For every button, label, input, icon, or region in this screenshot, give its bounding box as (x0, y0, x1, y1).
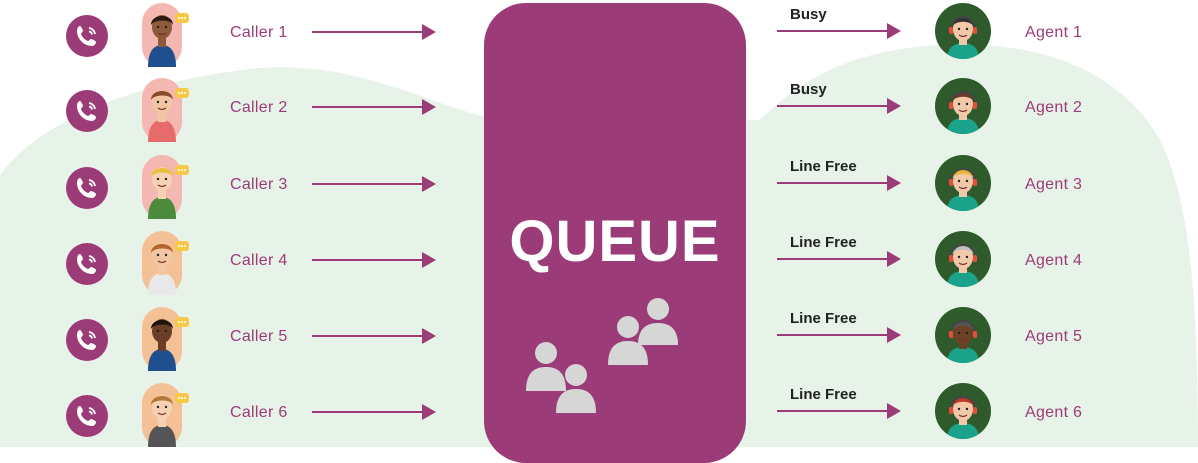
phone-ringing-icon (66, 243, 108, 285)
phone-ringing-icon (66, 167, 108, 209)
caller-label: Caller 4 (230, 252, 288, 270)
caller-label: Caller 3 (230, 176, 288, 194)
outgoing-arrow-icon (777, 249, 901, 269)
agent-avatar (935, 78, 991, 134)
outgoing-arrow-icon (777, 96, 901, 116)
outgoing-arrow-icon (777, 173, 901, 193)
caller-label: Caller 5 (230, 328, 288, 346)
caller-avatar (142, 231, 182, 295)
agent-avatar (935, 307, 991, 363)
agent-label: Agent 5 (1025, 328, 1082, 346)
agent-label: Agent 2 (1025, 99, 1082, 117)
phone-ringing-icon (66, 15, 108, 57)
phone-ringing-icon (66, 319, 108, 361)
queue-box: QUEUE (484, 3, 746, 463)
agent-avatar (935, 383, 991, 439)
incoming-arrow-icon (312, 174, 436, 194)
queue-label: QUEUE (484, 208, 746, 275)
caller-avatar (142, 383, 182, 447)
outgoing-arrow-icon (777, 21, 901, 41)
phone-ringing-icon (66, 90, 108, 132)
people-group-icon (524, 293, 704, 423)
caller-label: Caller 2 (230, 99, 288, 117)
caller-avatar (142, 3, 182, 67)
incoming-arrow-icon (312, 326, 436, 346)
caller-label: Caller 6 (230, 404, 288, 422)
outgoing-arrow-icon (777, 325, 901, 345)
outgoing-arrow-icon (777, 401, 901, 421)
phone-ringing-icon (66, 395, 108, 437)
agent-avatar (935, 155, 991, 211)
caller-avatar (142, 307, 182, 371)
agent-label: Agent 3 (1025, 176, 1082, 194)
incoming-arrow-icon (312, 250, 436, 270)
agent-label: Agent 4 (1025, 252, 1082, 270)
caller-avatar (142, 78, 182, 142)
agent-label: Agent 6 (1025, 404, 1082, 422)
agent-avatar (935, 3, 991, 59)
caller-label: Caller 1 (230, 24, 288, 42)
agent-avatar (935, 231, 991, 287)
incoming-arrow-icon (312, 402, 436, 422)
caller-avatar (142, 155, 182, 219)
agent-label: Agent 1 (1025, 24, 1082, 42)
incoming-arrow-icon (312, 97, 436, 117)
incoming-arrow-icon (312, 22, 436, 42)
